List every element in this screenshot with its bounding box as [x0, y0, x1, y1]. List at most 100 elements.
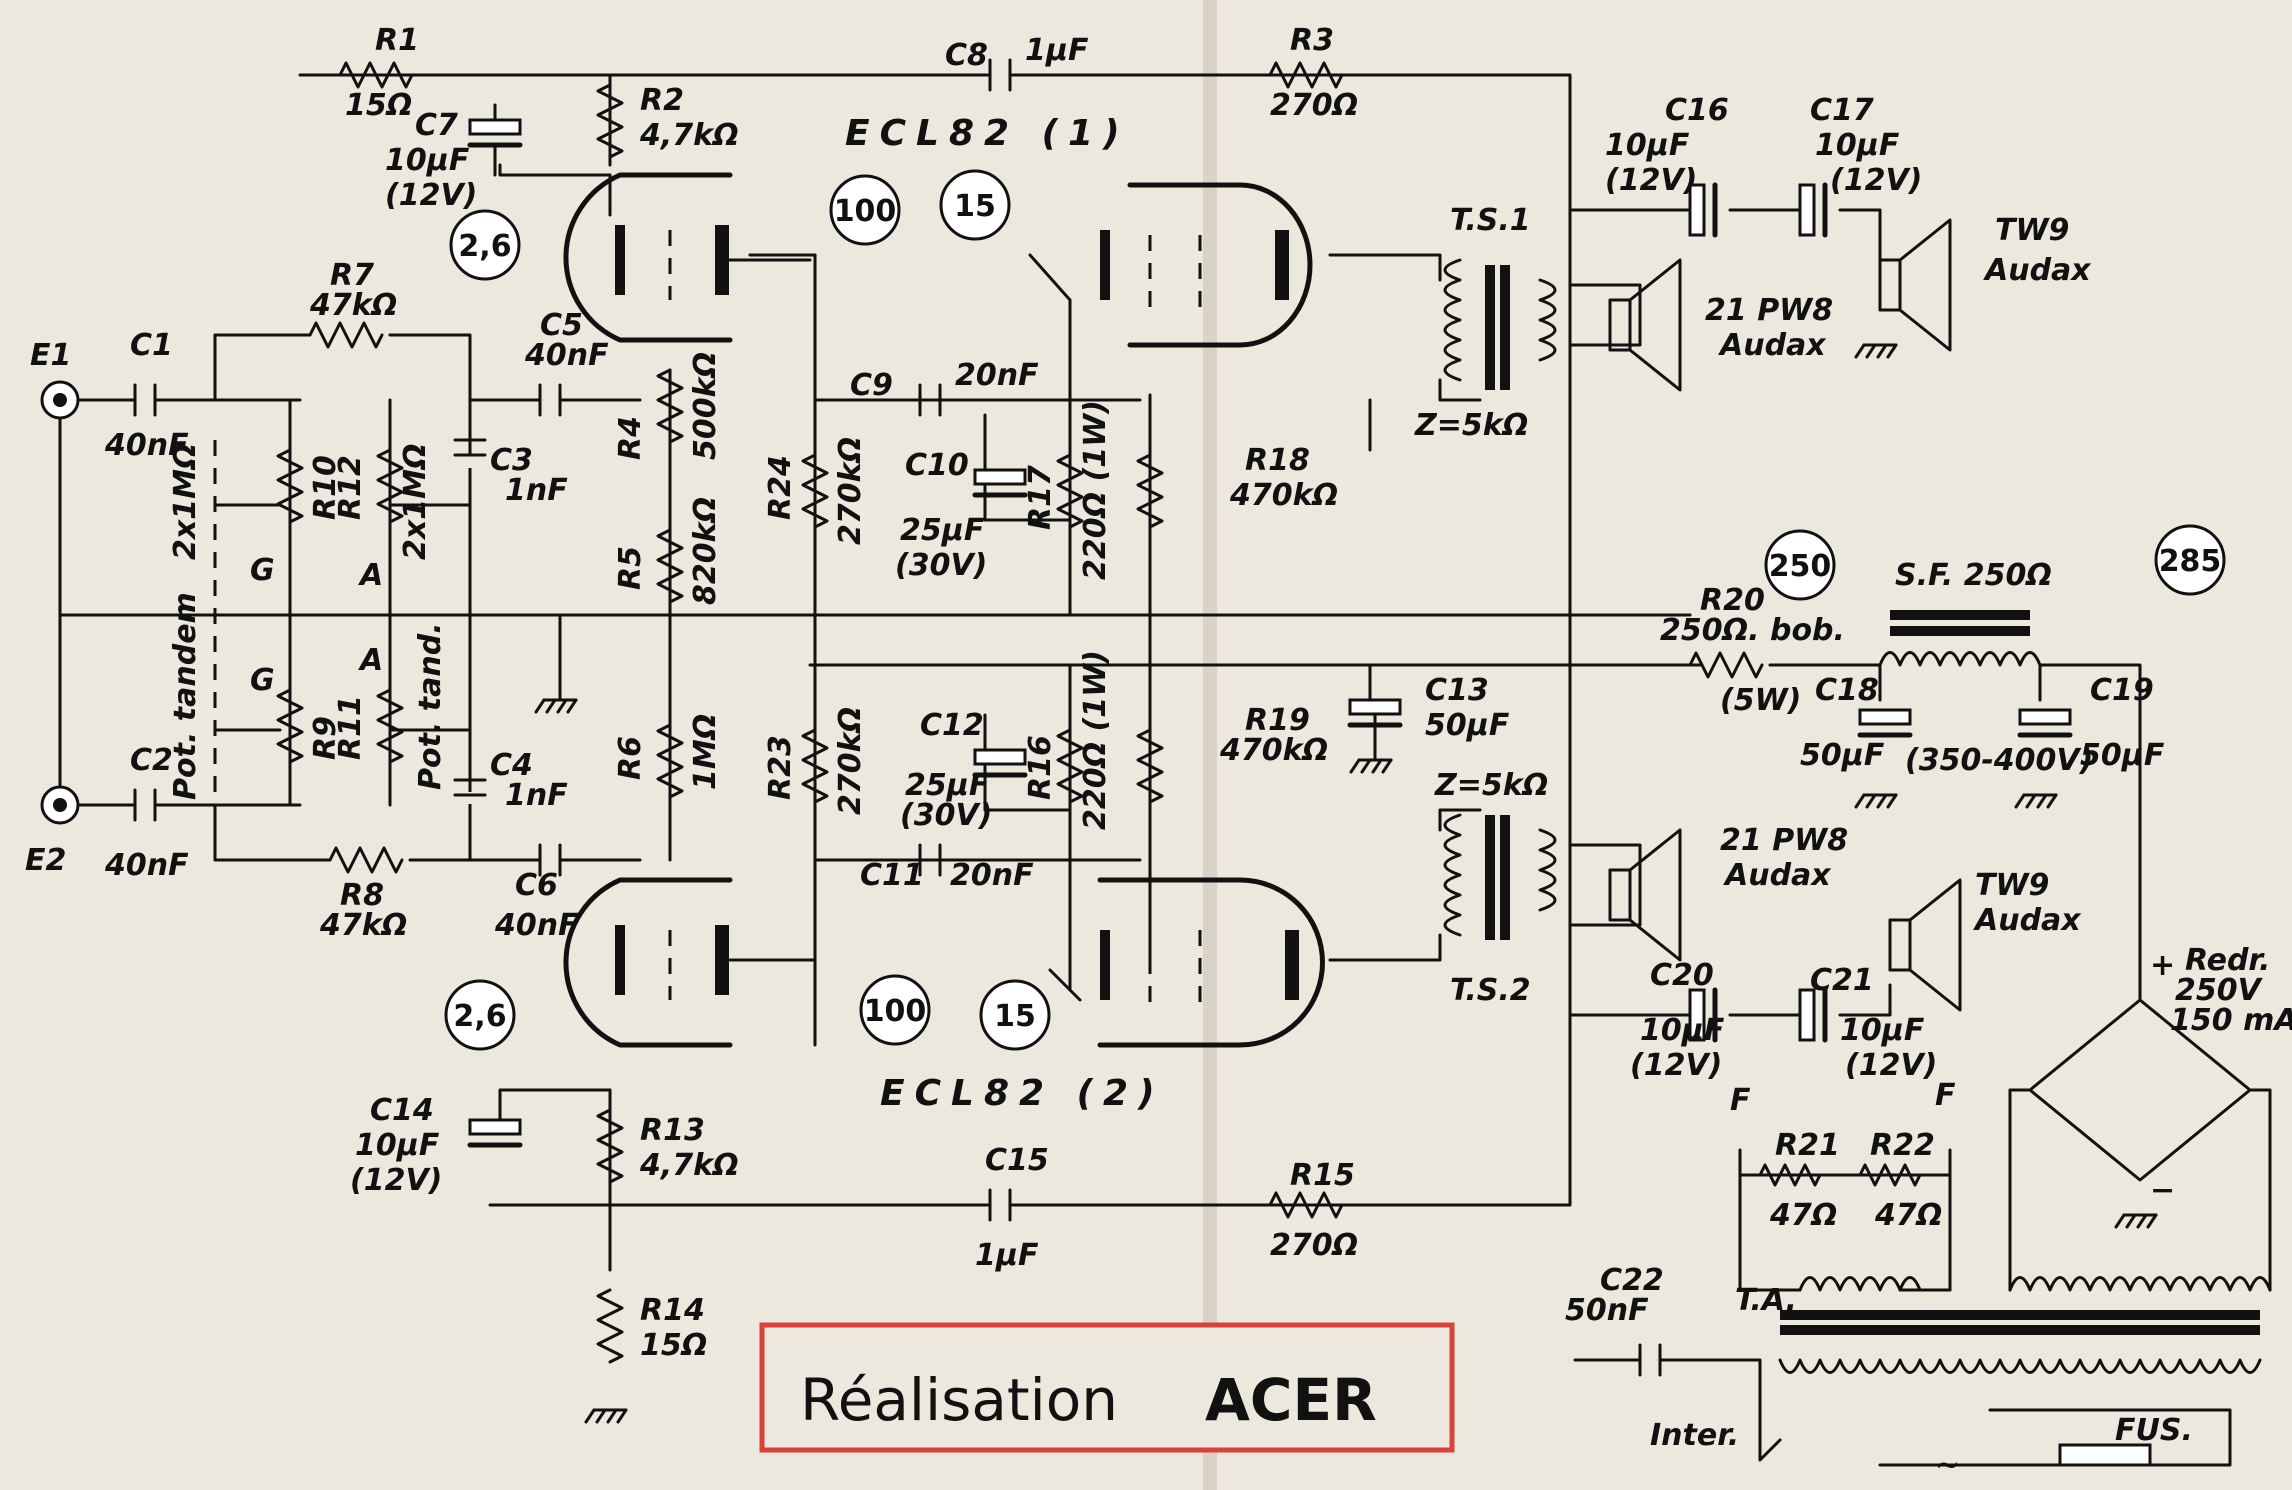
svg-text:100: 100 [834, 194, 897, 229]
value-r16: 220Ω (1W) [1078, 650, 1113, 830]
label-r1: R1 [375, 23, 419, 58]
label-r15: R15 [1290, 1158, 1355, 1193]
label-c13: C13 [1425, 673, 1489, 708]
value-r20: 250Ω. bob. [1660, 613, 1845, 648]
voltage-marker-hv2: 285 [2154, 524, 2226, 596]
label-c7: C7 [415, 108, 458, 143]
label-g-bottom: G [250, 663, 275, 698]
value-dual-top-a: 2x1MΩ [398, 444, 433, 560]
value-c17: 10µF [1815, 128, 1900, 163]
title-prefix: Réalisation [800, 1366, 1118, 1434]
label-c12: C12 [920, 708, 984, 743]
label-r5: R5 [613, 546, 648, 590]
label-c10: C10 [905, 448, 969, 483]
voltage-marker-g2: 15 [979, 979, 1051, 1051]
label-r6: R6 [613, 736, 648, 780]
input-jack-e1 [40, 380, 80, 420]
label-c8: C8 [945, 38, 988, 73]
label-e2: E2 [25, 843, 66, 878]
label-r10: R10 [308, 455, 343, 520]
svg-text:2,6: 2,6 [453, 999, 506, 1034]
voltage-marker-hv1: 250 [1764, 529, 1836, 601]
label-r7: R7 [330, 258, 374, 293]
value-c15: 1µF [975, 1238, 1039, 1273]
tube-label-2: ECL82 (2) [880, 1073, 1165, 1114]
label-c2: C2 [130, 743, 173, 778]
value-c21: 10µF [1840, 1013, 1925, 1048]
label-c3: C3 [490, 443, 533, 478]
value-c2: 40nF [104, 848, 189, 883]
label-fuse: FUS. [2115, 1413, 2193, 1448]
label-r4: R4 [613, 416, 648, 460]
label-c16: C16 [1665, 93, 1729, 128]
value-c5: 40nF [524, 338, 609, 373]
label-r16: R16 [1023, 735, 1058, 800]
label-e1: E1 [30, 338, 71, 373]
value-c14: 10µF [355, 1128, 440, 1163]
value-r13: 4,7kΩ [639, 1148, 739, 1183]
label-r22: R22 [1870, 1128, 1935, 1163]
voltage-marker-k2: 2,6 [444, 979, 516, 1051]
rectifier-minus: − [2150, 1173, 2175, 1208]
value-c16: 10µF [1605, 128, 1690, 163]
value-r4: 500kΩ [688, 352, 723, 460]
label-r3: R3 [1290, 23, 1334, 58]
label-c14: C14 [370, 1093, 434, 1128]
label-c4: C4 [490, 748, 533, 783]
value-c10: 25µF [900, 513, 985, 548]
voltage-marker-k1: 2,6 [449, 209, 521, 281]
rating-r20: (5W) [1720, 683, 1801, 718]
label-r9: R9 [308, 716, 343, 760]
rating-c7: (12V) [385, 178, 477, 213]
label-c11: C11 [860, 858, 924, 893]
rating-c12: (30V) [900, 798, 992, 833]
label-r23: R23 [763, 735, 798, 800]
label-c15: C15 [985, 1143, 1049, 1178]
label-z-bottom: Z=5kΩ [1434, 768, 1548, 803]
voltage-marker-a2: 100 [859, 974, 931, 1046]
label-r8: R8 [340, 878, 384, 913]
label-ta: T.A. [1735, 1283, 1797, 1318]
value-c18: 50µF [1800, 738, 1885, 773]
value-c11: 20nF [950, 858, 1034, 893]
svg-text:285: 285 [2159, 544, 2222, 579]
svg-text:15: 15 [954, 189, 996, 224]
label-r21: R21 [1775, 1128, 1840, 1163]
label-g-top: G [250, 553, 275, 588]
label-r24: R24 [763, 455, 798, 520]
label-ac: ~ [1935, 1448, 1960, 1483]
title-brand: ACER [1205, 1366, 1377, 1434]
value-c22: 50nF [1565, 1293, 1649, 1328]
value-r22: 47Ω [1874, 1198, 1942, 1233]
rating-c17: (12V) [1830, 163, 1922, 198]
label-ts1: T.S.1 [1450, 203, 1531, 238]
label-sf: S.F. 250Ω [1895, 558, 2052, 593]
label-a-top: A [358, 558, 383, 593]
value-dual-top-g: 2x1MΩ [168, 444, 203, 560]
label-r14: R14 [640, 1293, 705, 1328]
label-c1: C1 [130, 328, 173, 363]
rating-c18-c19: (350-400V) [1905, 743, 2093, 778]
label-c17: C17 [1810, 93, 1874, 128]
speaker-top-tweeter-brand: Audax [1983, 253, 2092, 288]
rating-c16: (12V) [1605, 163, 1697, 198]
label-c9: C9 [850, 368, 893, 403]
label-pot-tand: Pot. tand. [413, 622, 448, 790]
value-c20: 10µF [1640, 1013, 1725, 1048]
value-r14: 15Ω [640, 1328, 707, 1363]
value-r19: 470kΩ [1219, 733, 1328, 768]
label-r11: R11 [333, 695, 368, 760]
speaker-top-woofer-model: 21 PW8 [1705, 293, 1833, 328]
value-r18: 470kΩ [1229, 478, 1338, 513]
value-c9: 20nF [955, 358, 1039, 393]
svg-text:100: 100 [864, 994, 927, 1029]
value-c8: 1µF [1025, 33, 1089, 68]
label-filament-left: F [1730, 1083, 1751, 1118]
input-jack-e2 [40, 785, 80, 825]
speaker-top-woofer-brand: Audax [1718, 328, 1827, 363]
value-r15: 270Ω [1270, 1228, 1358, 1263]
rating-c14: (12V) [350, 1163, 442, 1198]
rectifier-label: Redr. [2185, 943, 2270, 978]
rectifier-voltage: 250V [2175, 973, 2264, 1008]
